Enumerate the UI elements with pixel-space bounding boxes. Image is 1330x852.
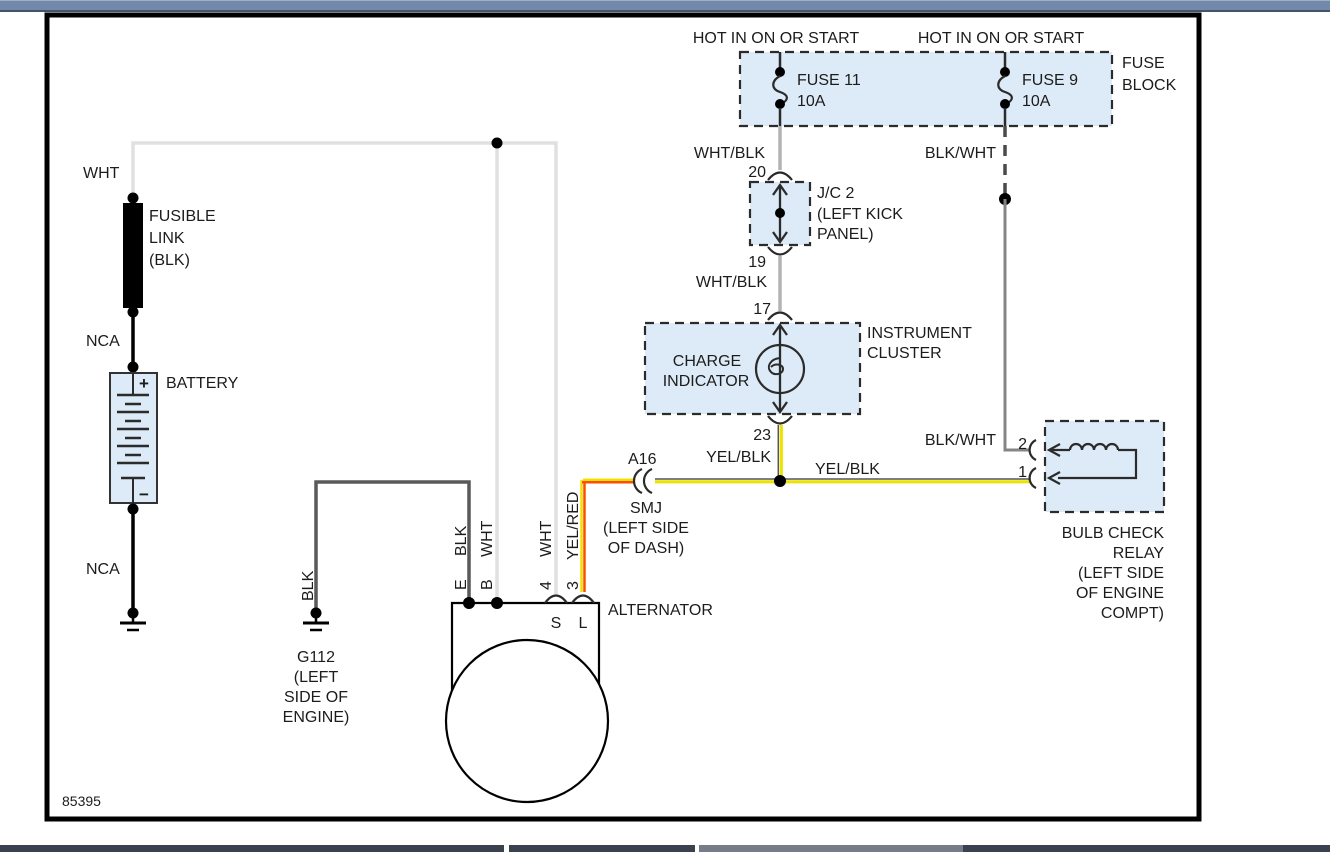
- alt-b-pin-label: B: [479, 579, 496, 590]
- g112-wire-color-label: BLK: [300, 570, 317, 601]
- wht-junction-dot: [491, 137, 503, 149]
- smj-label-3: OF DASH): [608, 540, 684, 557]
- connector-23-icon: [767, 415, 793, 425]
- relay-label-5: COMPT): [1101, 605, 1164, 622]
- diagram-ref-number: 85395: [62, 793, 101, 809]
- connector-20-icon: [767, 171, 793, 181]
- instrument-cluster-box: [643, 321, 862, 416]
- connector-17-icon: [767, 311, 793, 321]
- taskbar-segment-3[interactable]: [699, 845, 963, 852]
- alt-e-pin-label: E: [453, 579, 470, 590]
- charge-indicator-bulb: [754, 322, 806, 415]
- fuse-9-symbol: [997, 52, 1013, 126]
- charge-indicator-label-1: CHARGE: [673, 353, 741, 370]
- alternator-label: ALTERNATOR: [608, 602, 713, 619]
- fuse-11-rating-label: 10A: [797, 93, 826, 110]
- relay-coil-symbol: [1028, 439, 1138, 489]
- g112-label-3: SIDE OF: [284, 689, 348, 706]
- fuse-9-rating-label: 10A: [1022, 93, 1051, 110]
- smj-connector-icon: [632, 467, 653, 495]
- wht-wire: [131, 141, 558, 600]
- g112-ground-symbol: [303, 607, 329, 632]
- alt-b-wire-color-label: WHT: [479, 520, 496, 557]
- smj-label-1: SMJ: [630, 500, 662, 517]
- fusible-link-label-3: (BLK): [149, 252, 190, 269]
- fuse-block-label-2: BLOCK: [1122, 77, 1177, 94]
- fusible-link-symbol: [123, 192, 143, 318]
- battery-label: BATTERY: [166, 375, 239, 392]
- fusible-link-label-2: LINK: [149, 230, 185, 247]
- fusible-link-label-1: FUSIBLE: [149, 208, 216, 225]
- alt-s-terminal-label: S: [551, 615, 562, 632]
- jc2-pin-19-label: 19: [748, 254, 766, 271]
- blk-wht-wire: [999, 126, 1029, 452]
- relay-label-2: RELAY: [1113, 545, 1165, 562]
- alt-l-terminal-label: L: [579, 615, 588, 632]
- taskbar-segment-4[interactable]: [963, 845, 1330, 852]
- relay-label-3: (LEFT SIDE: [1078, 565, 1164, 582]
- yel-blk-horizontal-label: YEL/BLK: [815, 461, 880, 478]
- jc2-internal-wire: [772, 182, 788, 245]
- window-top-bar: [0, 0, 1330, 12]
- yel-blk-wire-horizontal: [655, 478, 1030, 484]
- smj-label-2: (LEFT SIDE: [603, 520, 689, 537]
- nca-upper-label: NCA: [86, 333, 120, 350]
- jc2-pin-20-label: 20: [748, 164, 766, 181]
- alt-4-wire-color-label: WHT: [538, 520, 555, 557]
- jc2-label-3: PANEL): [817, 226, 874, 243]
- g112-label-4: ENGINE): [283, 709, 350, 726]
- wht-blk-lower-label: WHT/BLK: [696, 274, 767, 291]
- alt-e-wire-color-label: BLK: [453, 525, 470, 556]
- wht-blk-upper-label: WHT/BLK: [694, 145, 765, 162]
- fuse-block-label-1: FUSE: [1122, 55, 1165, 72]
- blk-wht-upper-label: BLK/WHT: [925, 145, 996, 162]
- jc2-label-2: (LEFT KICK: [817, 206, 903, 223]
- yel-blk-junction-dot: [774, 475, 786, 487]
- connector-19-icon: [767, 246, 793, 256]
- battery-plus-sign: +: [139, 374, 149, 393]
- wht-wire-label: WHT: [83, 165, 120, 182]
- fuse-9-name-label: FUSE 9: [1022, 72, 1078, 89]
- hot-in-on-or-start-left: HOT IN ON OR START: [693, 30, 859, 47]
- diagram-border: [44, 12, 1202, 822]
- yel-red-wire: [580, 478, 634, 592]
- smj-pin-label: A16: [628, 451, 657, 468]
- instrument-cluster-label-2: CLUSTER: [867, 345, 942, 362]
- hot-in-on-or-start-right: HOT IN ON OR START: [918, 30, 1084, 47]
- instrument-cluster-label-1: INSTRUMENT: [867, 325, 972, 342]
- bulb-check-relay-box: [1043, 419, 1166, 514]
- relay-label-1: BULB CHECK: [1062, 525, 1165, 542]
- nca-wire-lower: [127, 503, 139, 610]
- g112-label-1: G112: [297, 649, 335, 666]
- cluster-pin-23-label: 23: [753, 427, 771, 444]
- fuse-block-box: [738, 50, 1114, 128]
- relay-pin-2-label: 2: [1018, 436, 1027, 453]
- alternator-symbol: [444, 594, 610, 804]
- alt-3-wire-color-label: YEL/RED: [565, 492, 582, 560]
- nca-lower-label: NCA: [86, 561, 120, 578]
- battery-ground-symbol: [120, 607, 146, 632]
- jc2-label-1: J/C 2: [817, 185, 854, 202]
- taskbar-segment-2[interactable]: [509, 845, 695, 852]
- taskbar-segment-1[interactable]: [0, 845, 504, 852]
- battery-symbol: [109, 372, 158, 504]
- relay-pin-1-label: 1: [1018, 464, 1027, 481]
- fuse-11-symbol: [772, 52, 788, 126]
- cluster-pin-17-label: 17: [753, 301, 771, 318]
- relay-label-4: OF ENGINE: [1076, 585, 1164, 602]
- g112-blk-wire: [314, 480, 471, 608]
- charge-indicator-label-2: INDICATOR: [663, 373, 750, 390]
- fuse-11-name-label: FUSE 11: [797, 72, 861, 89]
- alt-3-pin-label: 3: [565, 581, 582, 590]
- yel-blk-wire-vertical: [777, 425, 783, 481]
- yel-blk-vertical-label: YEL/BLK: [706, 449, 771, 466]
- battery-minus-sign: −: [139, 485, 149, 504]
- nca-wire-upper: [127, 312, 139, 373]
- alt-4-pin-label: 4: [538, 581, 555, 590]
- blk-wht-lower-label: BLK/WHT: [925, 432, 996, 449]
- g112-label-2: (LEFT: [294, 669, 339, 686]
